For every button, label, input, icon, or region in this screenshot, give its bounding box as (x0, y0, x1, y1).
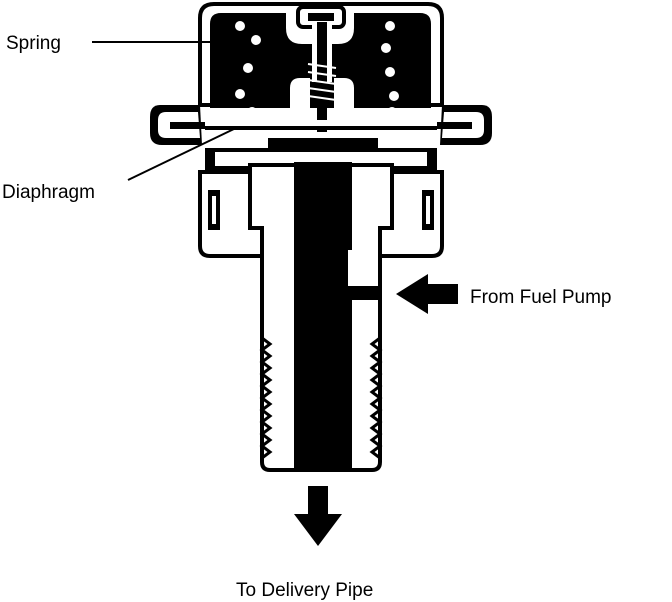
diaphragm-leader-line (127, 127, 237, 181)
diaphragm-label: Diaphragm (2, 182, 95, 203)
spring-label: Spring (6, 33, 61, 54)
diaphragm (205, 120, 437, 148)
outlet-pipe (248, 162, 394, 472)
inflow-arrow (396, 274, 458, 314)
outflow-arrow (294, 486, 342, 546)
spring-coils-right (381, 21, 399, 117)
spring-coils-left (235, 21, 261, 117)
valve-stem (307, 22, 337, 132)
housing-flanges (150, 105, 492, 145)
from-fuel-pump-label: From Fuel Pump (470, 287, 611, 308)
to-delivery-pipe-label: To Delivery Pipe (236, 580, 373, 601)
